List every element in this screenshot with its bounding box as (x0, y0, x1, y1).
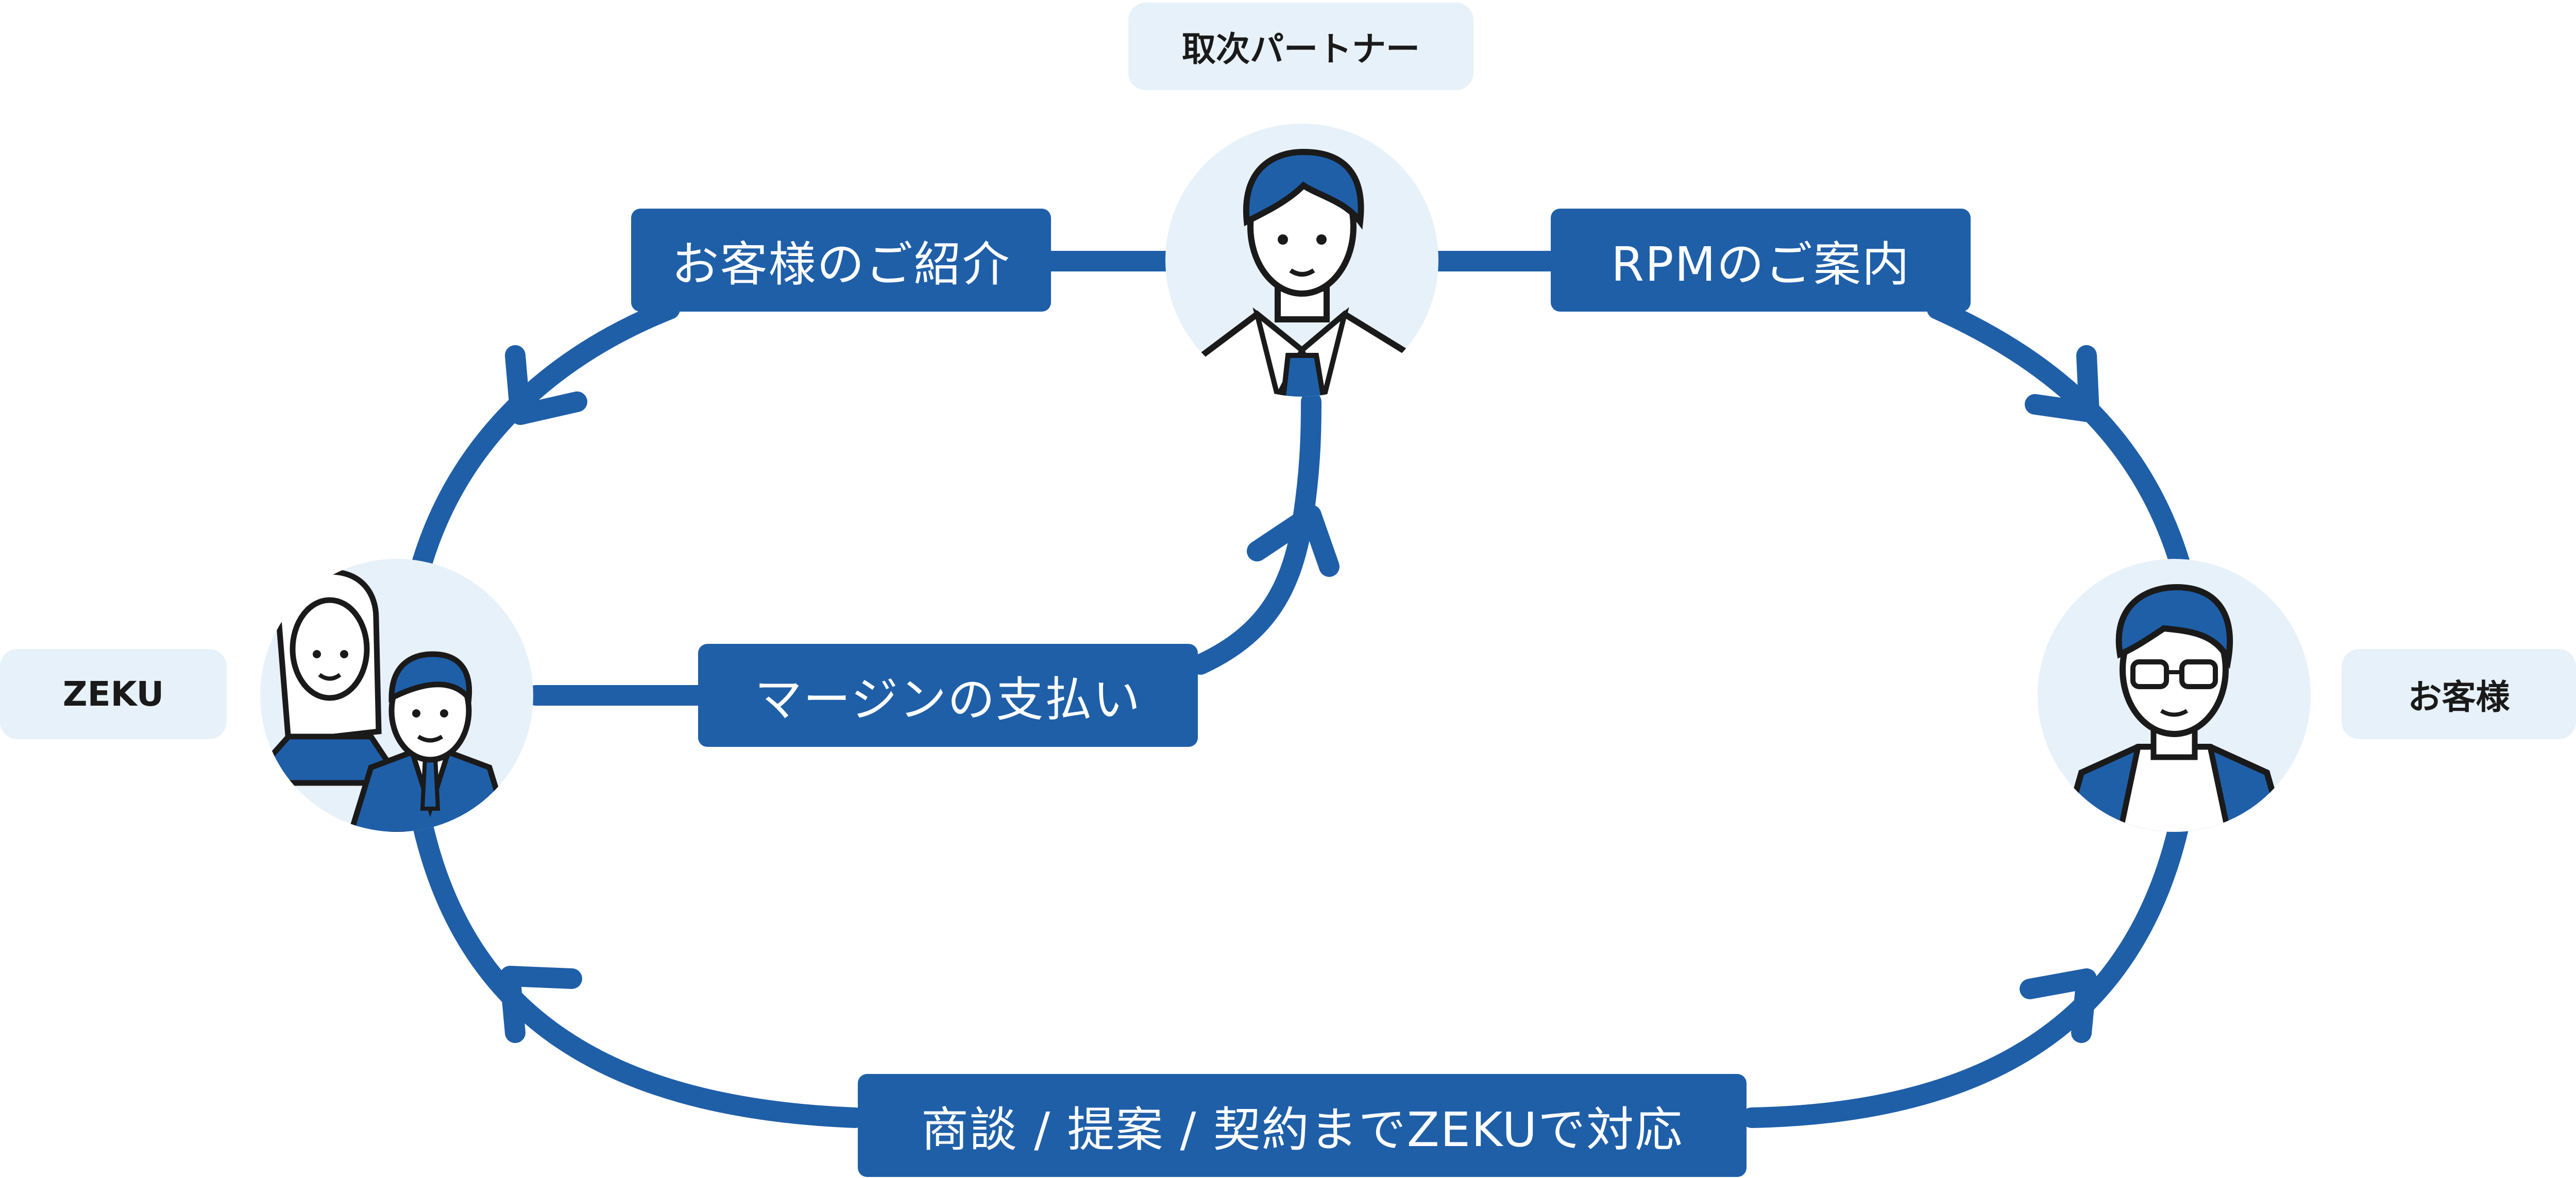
customer-avatar-icon (2038, 559, 2311, 832)
role-partner-label: 取次パートナー (1128, 3, 1473, 90)
arrowhead-icon (1247, 505, 1340, 577)
arrowhead-icon (505, 345, 587, 425)
arc-rpm-to-customer (1927, 299, 2190, 572)
arc-zeku-to-negotiation (412, 814, 866, 1128)
step-introduce-pill: お客様のご紹介 (631, 209, 1051, 312)
partner-avatar-icon (1165, 124, 1438, 397)
zeku-staff-avatar-icon (260, 559, 533, 832)
arrowhead-icon (2025, 345, 2099, 422)
role-customer-label: お客様 (2342, 649, 2576, 739)
arc-negotiation-to-customer (1741, 814, 2190, 1128)
arrowhead-icon (2020, 968, 2097, 1043)
arrowhead-icon (500, 966, 582, 1043)
step-rpm-pill: RPMのご案内 (1551, 209, 1971, 312)
role-zeku-label: ZEKU (0, 649, 227, 739)
arc-introduce-to-zeku (412, 299, 680, 572)
step-negotiation-pill: 商談 / 提案 / 契約までZEKUで対応 (858, 1074, 1747, 1177)
step-margin-pill: マージンの支払い (698, 644, 1198, 747)
